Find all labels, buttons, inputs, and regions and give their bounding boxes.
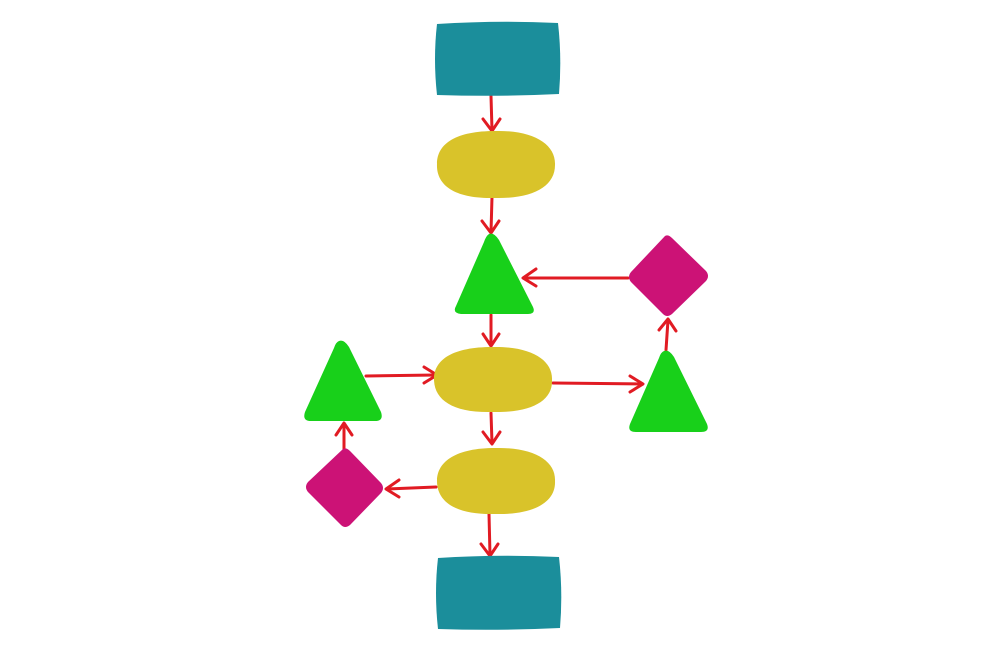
edge-triangle-right-to-diamond-right bbox=[657, 317, 678, 352]
edge-start-to-process-1 bbox=[481, 94, 502, 133]
nodes-layer bbox=[304, 21, 708, 630]
feedback-diamond-right[interactable] bbox=[629, 235, 708, 316]
edges-layer bbox=[334, 94, 678, 558]
end-rectangle[interactable] bbox=[436, 555, 562, 630]
edge-process-2-to-triangle-right bbox=[551, 374, 645, 394]
edge-process-3-to-diamond-left bbox=[384, 478, 438, 499]
decision-1-triangle[interactable] bbox=[454, 233, 534, 314]
process-1-ellipse[interactable] bbox=[436, 130, 556, 199]
edge-diamond-left-to-triangle-left bbox=[334, 421, 354, 453]
start-rectangle[interactable] bbox=[435, 21, 561, 96]
triangle-left[interactable] bbox=[304, 340, 382, 421]
edge-process-2-to-process-3 bbox=[481, 411, 502, 446]
process-2-ellipse[interactable] bbox=[434, 346, 553, 413]
edge-diamond-right-to-decision-1 bbox=[521, 267, 630, 288]
edge-process-3-to-end bbox=[479, 512, 500, 558]
process-3-ellipse[interactable] bbox=[437, 447, 556, 515]
diamond-left[interactable] bbox=[306, 448, 383, 527]
edge-process-1-to-decision-1 bbox=[480, 195, 501, 235]
edge-triangle-left-to-process-2 bbox=[364, 365, 439, 385]
triangle-right[interactable] bbox=[629, 350, 708, 432]
edge-decision-1-to-process-2 bbox=[481, 313, 501, 348]
